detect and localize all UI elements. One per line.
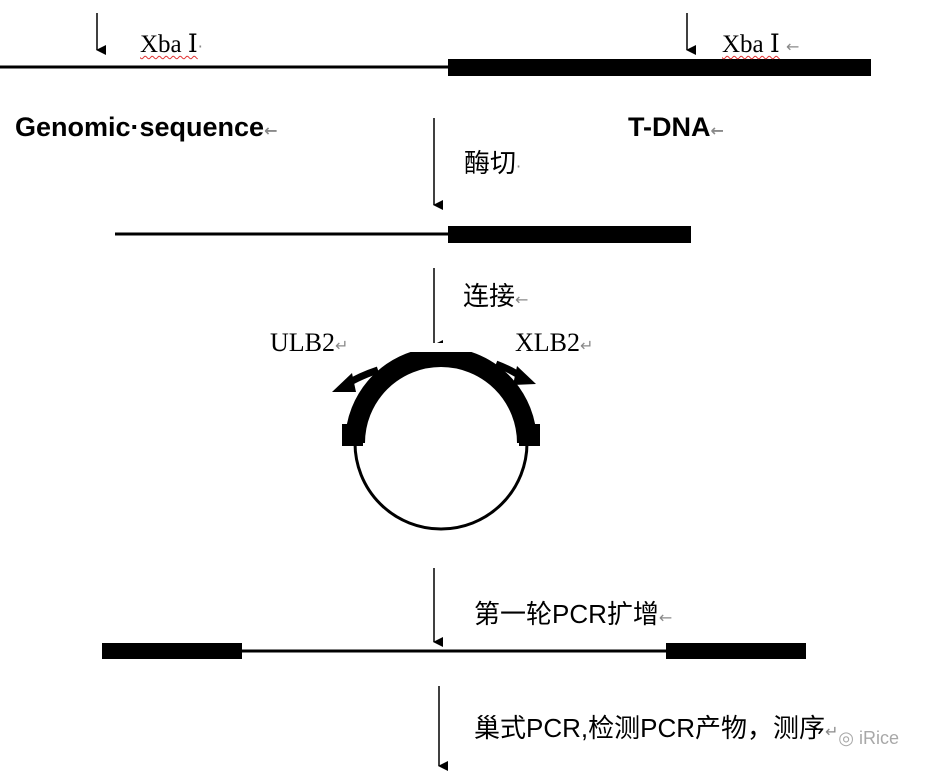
watermark: ◎ iRice bbox=[838, 728, 899, 749]
site-label-left-text: Xba Ⅰ bbox=[140, 31, 198, 58]
step2-mark: ← bbox=[515, 290, 529, 309]
tdna-label: T-DNA← bbox=[628, 112, 724, 143]
tdna-arc-end-right bbox=[519, 424, 540, 446]
site-label-right-mark: ← bbox=[786, 37, 800, 56]
step3-text: 第一轮PCR扩增 bbox=[474, 599, 659, 629]
circular-product bbox=[342, 343, 540, 531]
tdna-bar-fragment bbox=[448, 226, 691, 243]
tdna-text: T-DNA bbox=[628, 112, 711, 142]
step4-text: 巢式PCR,检测PCR产物，测序 bbox=[474, 713, 826, 743]
tdna-bar-top bbox=[448, 59, 871, 76]
site-label-right: Xba Ⅰ ← bbox=[722, 29, 799, 59]
watermark-text: iRice bbox=[858, 728, 899, 748]
primer-label-left: ULB2↵ bbox=[270, 328, 348, 358]
site-label-left-mark: · bbox=[197, 37, 203, 56]
primer-label-left-mark: ↵ bbox=[335, 336, 349, 355]
step2-text: 连接 bbox=[463, 281, 516, 311]
tdna-arc bbox=[345, 347, 537, 444]
tdna-bar-pcr-left bbox=[102, 643, 242, 659]
tdna-bar-pcr-right bbox=[666, 643, 806, 659]
genomic-sequence-text: Genomic·sequence bbox=[15, 112, 265, 142]
step4-mark: ↵ bbox=[825, 722, 839, 741]
watermark-icon: ◎ bbox=[838, 728, 854, 748]
genomic-sequence-label: Genomic·sequence← bbox=[15, 112, 277, 143]
primer-arrowhead-right bbox=[513, 366, 536, 385]
tdna-arc-end-left bbox=[342, 424, 363, 446]
tdna-mark: ← bbox=[710, 121, 724, 140]
step1-mark: · bbox=[516, 157, 522, 176]
step1-label: 酶切· bbox=[464, 143, 521, 180]
primer-label-left-text: ULB2 bbox=[270, 328, 335, 357]
step3-mark: ← bbox=[658, 608, 673, 627]
step1-text: 酶切 bbox=[464, 148, 517, 178]
site-label-left: Xba Ⅰ· bbox=[140, 29, 203, 59]
primer-arrowhead-left bbox=[332, 373, 356, 392]
site-label-right-text: Xba Ⅰ bbox=[722, 31, 780, 58]
primer-label-right-mark: ↵ bbox=[580, 336, 594, 355]
genomic-sequence-mark: ← bbox=[264, 121, 278, 140]
ring-gap bbox=[392, 343, 480, 352]
primer-label-right-text: XLB2 bbox=[515, 328, 580, 357]
step3-label: 第一轮PCR扩增← bbox=[474, 594, 672, 631]
step4-label: 巢式PCR,检测PCR产物，测序↵ bbox=[474, 708, 838, 745]
step2-label: 连接← bbox=[463, 276, 528, 313]
primer-label-right: XLB2↵ bbox=[515, 328, 593, 358]
